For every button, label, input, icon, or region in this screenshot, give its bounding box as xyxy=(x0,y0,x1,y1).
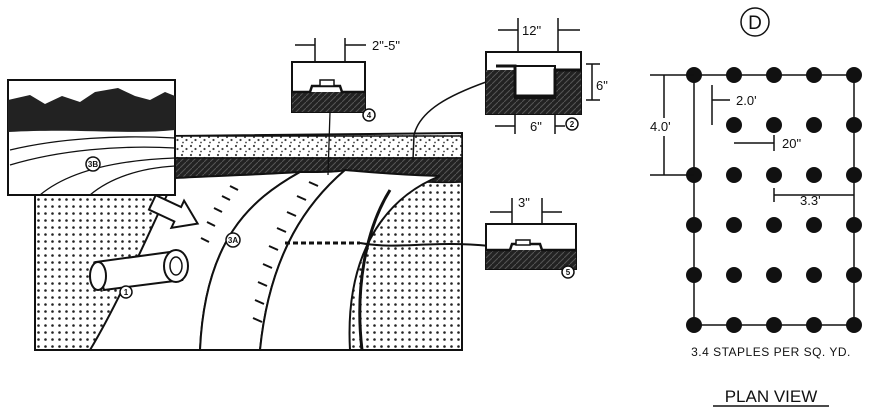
staple-dot xyxy=(806,67,822,83)
staple-grid xyxy=(686,67,862,333)
slope-toe-edge xyxy=(358,189,392,351)
staple-dot xyxy=(846,67,862,83)
callout-1: 1 xyxy=(119,285,133,299)
svg-text:2: 2 xyxy=(570,120,575,129)
staple-dot xyxy=(806,167,822,183)
plan-view-title: PLAN VIEW xyxy=(725,387,818,406)
detail-anchor-trench: 12" 6" 6" 2 xyxy=(412,18,608,161)
trench-leader xyxy=(412,81,487,161)
staple-dot xyxy=(726,167,742,183)
slope-top-inset: 3B xyxy=(7,79,176,196)
dim-offset: 2.0' xyxy=(736,93,757,108)
staple-dot xyxy=(726,117,742,133)
slope-contour-lines xyxy=(9,136,176,196)
blanket-strip-3 xyxy=(258,168,441,351)
section-letter-badge: D xyxy=(740,7,770,37)
staple-dot xyxy=(766,217,782,233)
seam-staples xyxy=(200,181,319,323)
staple-dot xyxy=(806,317,822,333)
staple-dot xyxy=(686,317,702,333)
staple-dot xyxy=(766,167,782,183)
staple-dot xyxy=(686,267,702,283)
slope-perspective-view: 3A 1 xyxy=(34,131,491,351)
dim-col-spacing: 3.3' xyxy=(800,193,821,208)
staple-dot xyxy=(766,117,782,133)
dim-edge-overlap: 3" xyxy=(518,195,530,210)
staple-dot xyxy=(766,67,782,83)
blanket-roll xyxy=(89,249,189,292)
svg-text:3A: 3A xyxy=(228,236,238,245)
staple-dot xyxy=(726,67,742,83)
callout-4: 4 xyxy=(362,108,376,122)
staple-dot xyxy=(846,117,862,133)
detail-edge-overlap: 3" 5 xyxy=(485,195,577,279)
staple-dot xyxy=(846,267,862,283)
plan-view: D 4.0' 2.0' 20" 3.3' 3.4 STAPLES PER SQ.… xyxy=(650,7,862,407)
staple-dot xyxy=(806,217,822,233)
staple-dot xyxy=(766,267,782,283)
staple-dot xyxy=(846,217,862,233)
dim-overlap-width: 2"-5" xyxy=(372,38,400,53)
dim-trench-depth: 6" xyxy=(596,78,608,93)
callout-3b: 3B xyxy=(85,156,101,172)
staple-dot xyxy=(806,117,822,133)
staple-dot xyxy=(846,167,862,183)
svg-text:3B: 3B xyxy=(88,160,98,169)
staple-dot xyxy=(806,267,822,283)
svg-text:1: 1 xyxy=(124,288,129,297)
callout-3a: 3A xyxy=(225,232,241,248)
dim-row-spacing: 4.0' xyxy=(650,119,671,134)
svg-text:D: D xyxy=(748,13,762,34)
staple-dot xyxy=(726,217,742,233)
svg-text:5: 5 xyxy=(566,268,571,277)
dim-stagger: 20" xyxy=(782,136,801,151)
staple-dot xyxy=(846,317,862,333)
callout-5: 5 xyxy=(561,265,575,279)
staple-dot xyxy=(726,267,742,283)
detail-overlap-top: 2"-5" 4 xyxy=(291,38,400,176)
ground-surface-strip xyxy=(174,135,463,159)
rolling-direction-arrow xyxy=(147,193,200,230)
dim-trench-width: 12" xyxy=(522,23,541,38)
svg-text:4: 4 xyxy=(367,111,372,120)
treeline-silhouette xyxy=(8,88,175,132)
staple-dot xyxy=(766,317,782,333)
callout-2: 2 xyxy=(565,117,579,131)
staple-rate-label: 3.4 STAPLES PER SQ. YD. xyxy=(691,345,851,359)
staple-dot xyxy=(686,217,702,233)
overlap-leader xyxy=(359,242,491,247)
dim-trench-bottom: 6" xyxy=(530,119,542,134)
staple-dot xyxy=(726,317,742,333)
